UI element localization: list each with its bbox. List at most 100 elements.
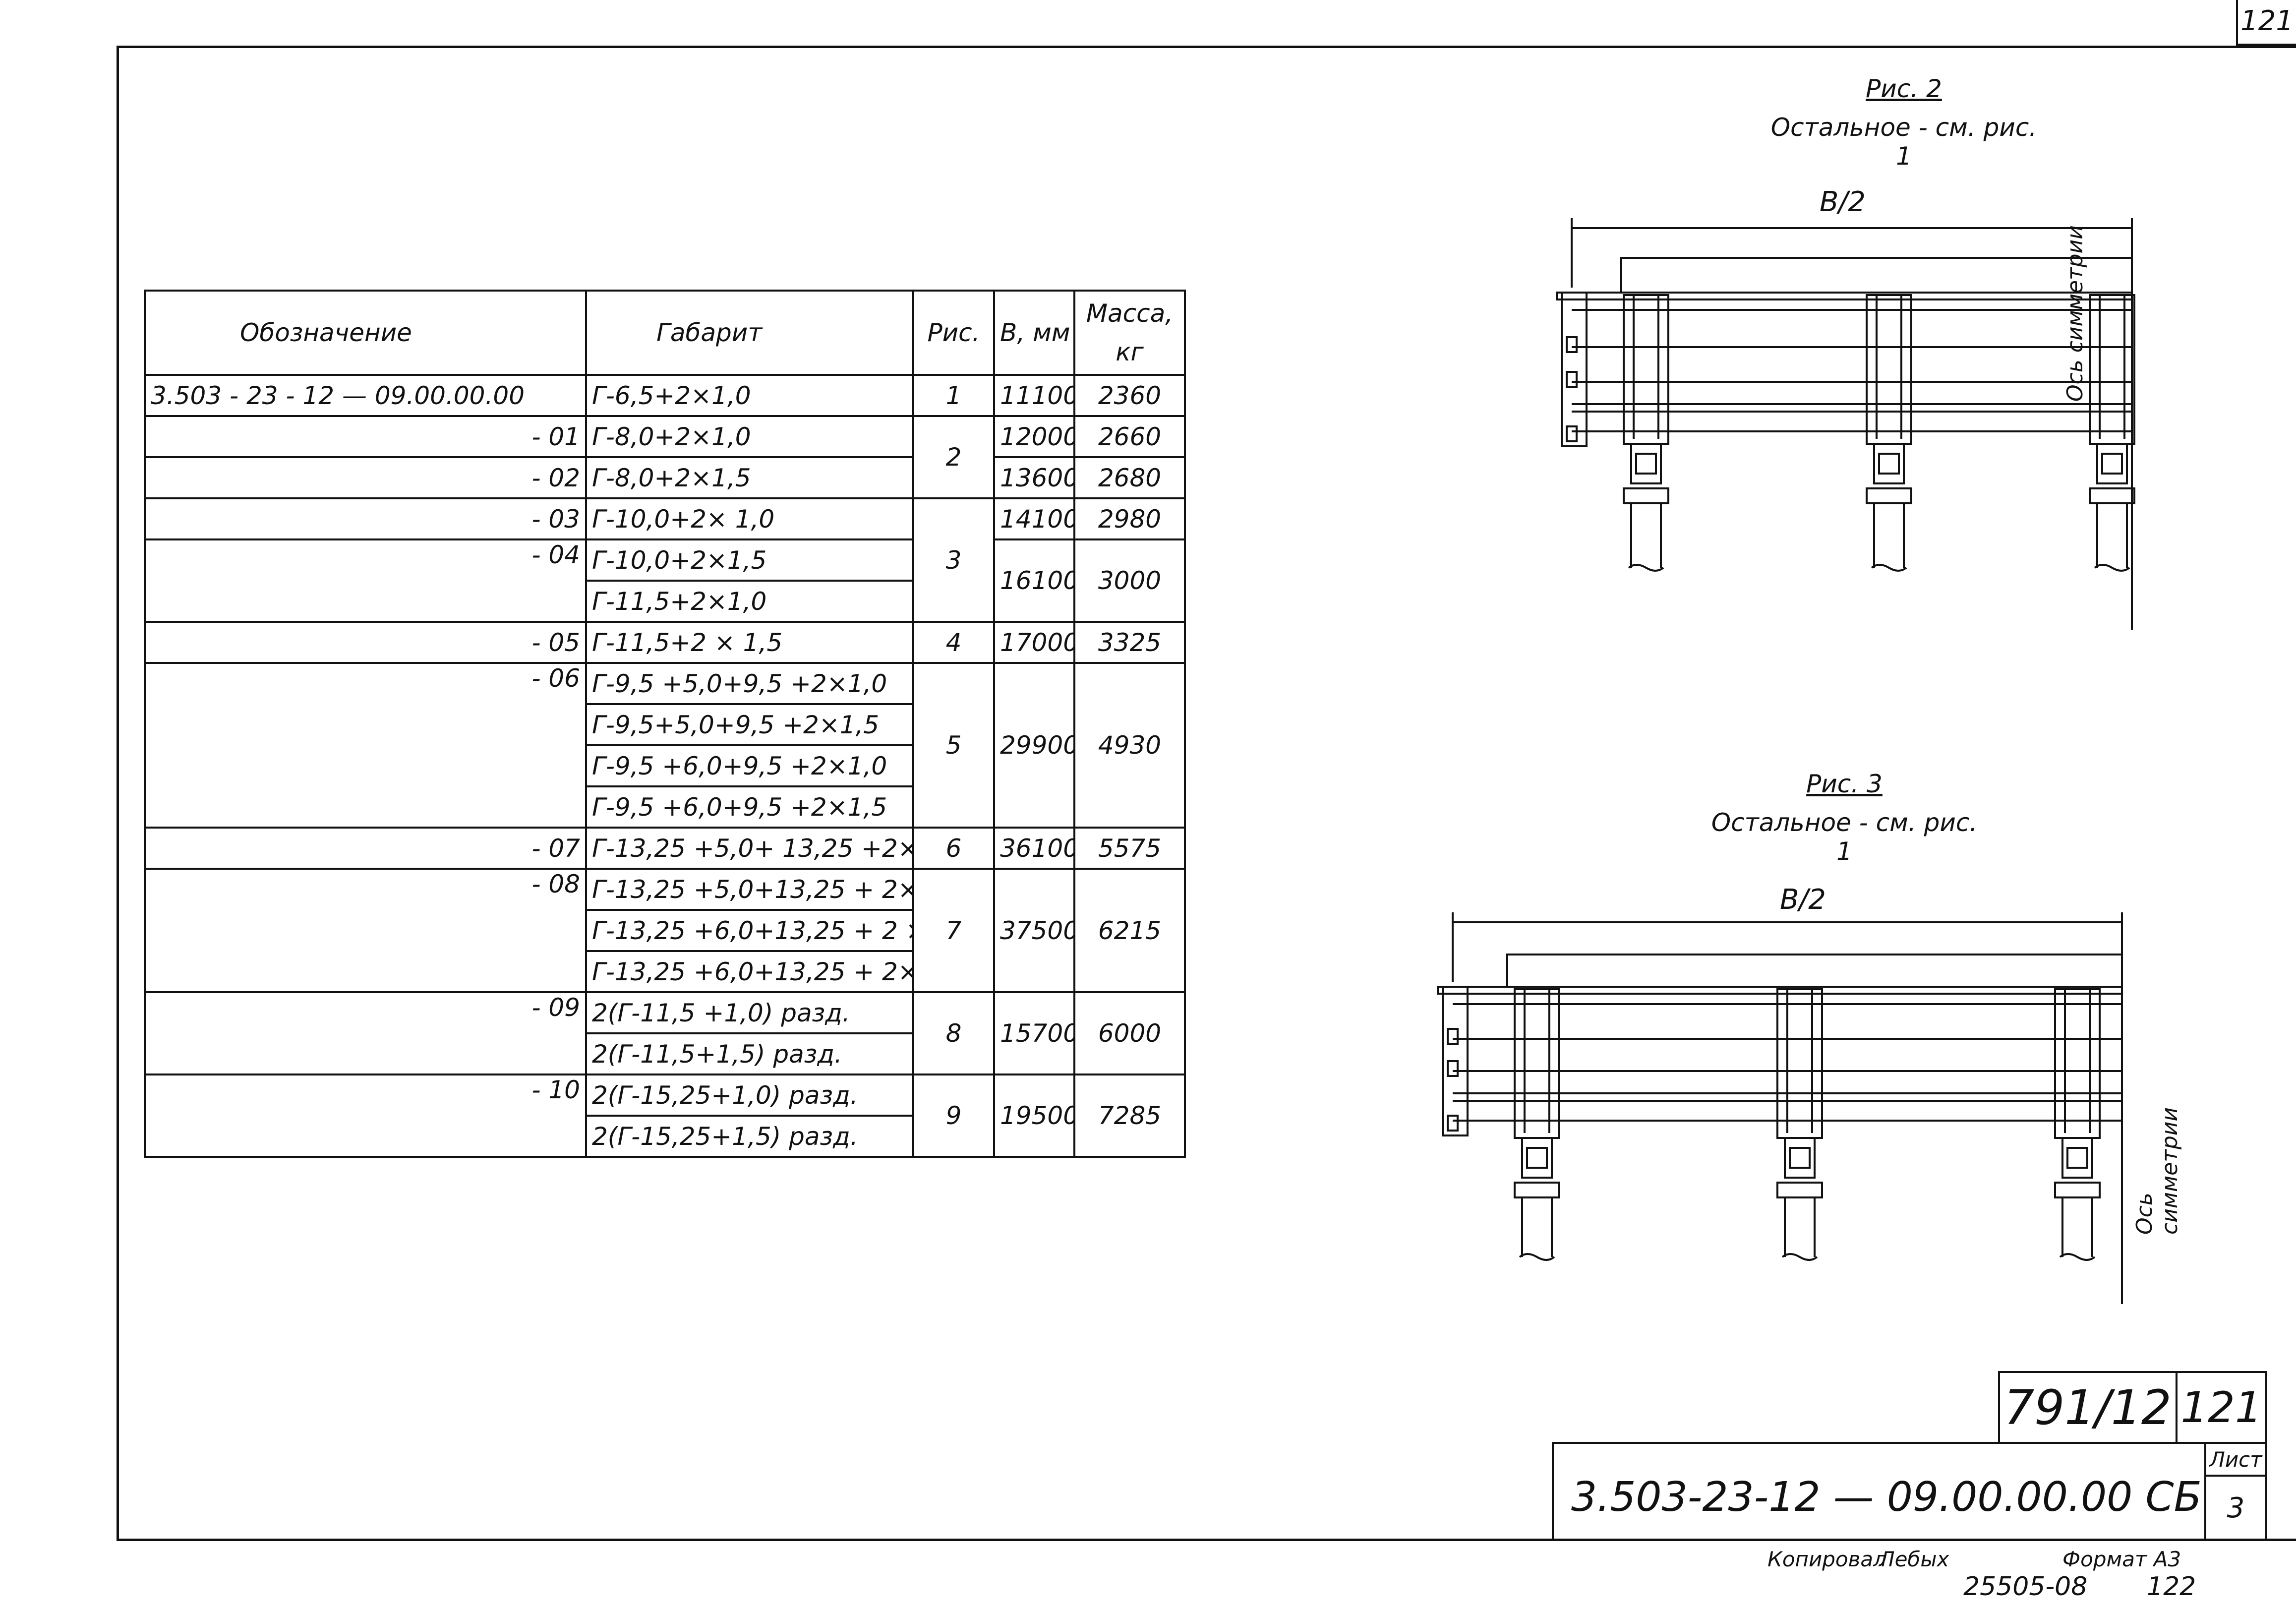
cell-gabarit: 2(Г-15,25+1,5) разд. [585,1115,914,1158]
cell-gabarit: Г-13,25 +5,0+ 13,25 +2×1,0 [585,827,914,870]
footer-format: Формат А3 [2062,1547,2181,1571]
fig3-title: Рис. 3 [1806,770,1883,798]
cell-designation: - 01 [144,415,587,458]
footer-page-number: 122 [2147,1572,2196,1602]
cell-b: 12000 [993,415,1075,458]
fig2-caption: Рис. 2 Остальное - см. рис. 1 [1765,74,2043,171]
sheet-label-box: Лист [2204,1442,2267,1477]
fig3-bridge-section-drawing [1437,912,2123,1304]
header-designation: Обозначение [144,290,587,376]
girder-detail [1866,294,1912,572]
fig2-note: Остальное - см. рис. 1 [1770,113,2037,171]
table-row: - 07 Г-13,25 +5,0+ 13,25 +2×1,0 6 36100 … [144,827,1186,870]
cell-gabarit: Г-9,5 +6,0+9,5 +2×1,0 [585,744,914,787]
cell-b: 36100 [993,827,1075,870]
cell-fig: 9 [912,1074,995,1158]
table-row: 2(Г-15,25+1,5) разд. [145,1115,1185,1158]
girder-detail [2089,294,2135,572]
cell-mass: 2980 [1073,497,1186,540]
sheet-number: 121 [2180,1383,2262,1432]
drawing-code: 3.503-23-12 — 09.00.00.00 СБ [1571,1474,2202,1521]
cell-gabarit: Г-10,0+2×1,5 [585,538,914,582]
cell-designation: 3.503 - 23 - 12 — 09.00.00.00 [144,374,587,417]
cell-gabarit: Г-10,0+2× 1,0 [585,497,914,540]
table-row: Г-11,5+2×1,0 [145,580,1185,623]
cell-fig: 4 [912,621,995,664]
sheet-label: Лист [2209,1447,2262,1472]
album-number-box: 791/12 [1998,1371,2178,1444]
cell-mass: 6215 [1073,868,1186,993]
table-row: Г-13,25 +6,0+13,25 + 2×1,5 [145,950,1185,993]
cell-b: 19500 [993,1074,1075,1158]
cell-b: 11100 [993,374,1075,417]
fig3-note: Остальное - см. рис. 1 [1711,808,1978,866]
cell-b: 16100 [993,538,1075,623]
table-row: - 06 Г-9,5 +5,0+9,5 +2×1,0 5 29900 4930 [144,662,1186,829]
cell-b: 29900 [993,662,1075,829]
cell-gabarit: Г-11,5+2 × 1,5 [585,621,914,664]
fig3-axis-label: Ось симметрии [2132,1107,2182,1235]
cell-designation: - 10 [144,1074,587,1158]
cell-fig: 7 [912,868,995,993]
drawing-code-box: 3.503-23-12 — 09.00.00.00 СБ [1552,1442,2206,1541]
cell-b: 14100 [993,497,1075,540]
fig2-title: Рис. 2 [1866,74,1942,103]
cell-mass: 3000 [1073,538,1186,623]
cell-fig: 2 [912,415,995,499]
table-row: - 05 Г-11,5+2 × 1,5 4 17000 3325 [144,621,1186,664]
cell-gabarit: 2(Г-11,5 +1,0) разд. [585,991,914,1034]
table-row: 2(Г-11,5+1,5) разд. [145,1032,1185,1075]
cell-b: 17000 [993,621,1075,664]
table-row: Г-9,5 +6,0+9,5 +2×1,5 [145,785,1185,829]
cell-gabarit: Г-9,5+5,0+9,5 +2×1,5 [585,703,914,746]
cell-gabarit: Г-8,0+2×1,5 [585,456,914,499]
fig2-axis-label: Ось симметрии [2062,225,2088,402]
girder-detail [2054,988,2101,1261]
cell-b: 13600 [993,456,1075,499]
cell-gabarit: Г-9,5 +6,0+9,5 +2×1,5 [585,785,914,829]
table-row: Г-13,25 +6,0+13,25 + 2 ×1,0 [145,909,1185,952]
cell-gabarit: Г-8,0+2×1,0 [585,415,914,458]
table-row: 3.503 - 23 - 12 — 09.00.00.00 Г-6,5+2×1,… [144,374,1186,417]
cell-designation: - 08 [144,868,587,993]
cell-fig: 6 [912,827,995,870]
cell-gabarit: Г-6,5+2×1,0 [585,374,914,417]
table-row: - 04 Г-10,0+2×1,5 16100 3000 [144,538,1186,623]
cell-designation: - 05 [144,621,587,664]
cell-designation: - 03 [144,497,587,540]
cell-fig: 3 [912,497,995,623]
header-mass-line1: Масса, [1086,299,1174,328]
table-row: - 01 Г-8,0+2×1,0 2 12000 2660 [144,415,1186,499]
header-fig: Рис. [912,290,995,376]
cell-gabarit: Г-11,5+2×1,0 [585,580,914,623]
header-b-mm: В, мм [993,290,1075,376]
girder-detail [1623,294,1669,572]
cell-gabarit: Г-13,25 +5,0+13,25 + 2×1,5 [585,868,914,911]
sheet-value-box: 3 [2204,1475,2267,1541]
cell-designation: - 06 [144,662,587,829]
fig2-dimension-label: В/2 [1820,186,1866,218]
table-row: - 03 Г-10,0+2× 1,0 3 14100 2980 [144,497,1186,623]
cell-designation: - 07 [144,827,587,870]
cell-mass: 7285 [1073,1074,1186,1158]
header-mass-line2: кг [1116,338,1144,366]
table-header-row: Обозначение Габарит Рис. В, мм Масса, кг [144,290,1186,376]
header-gabarit: Габарит [585,290,914,376]
cell-mass: 2680 [1073,456,1186,499]
cell-gabarit: Г-13,25 +6,0+13,25 + 2 ×1,0 [585,909,914,952]
cell-designation: - 04 [144,538,587,623]
cell-mass: 4930 [1073,662,1186,829]
cell-mass: 6000 [1073,991,1186,1075]
fig2-bridge-section-drawing [1556,218,2135,630]
header-mass: Масса, кг [1073,290,1186,376]
cell-fig: 8 [912,991,995,1075]
fig3-caption: Рис. 3 Остальное - см. рис. 1 [1706,770,1983,866]
fig3-dimension-label: В/2 [1780,884,1826,916]
cell-fig: 5 [912,662,995,829]
cell-b: 37500 [993,868,1075,993]
drawing-frame [117,46,2296,1541]
table-row: - 10 2(Г-15,25+1,0) разд. 9 19500 7285 [144,1074,1186,1158]
album-number: 791/12 [2004,1380,2172,1435]
cell-b: 15700 [993,991,1075,1075]
cell-gabarit: 2(Г-11,5+1,5) разд. [585,1032,914,1075]
